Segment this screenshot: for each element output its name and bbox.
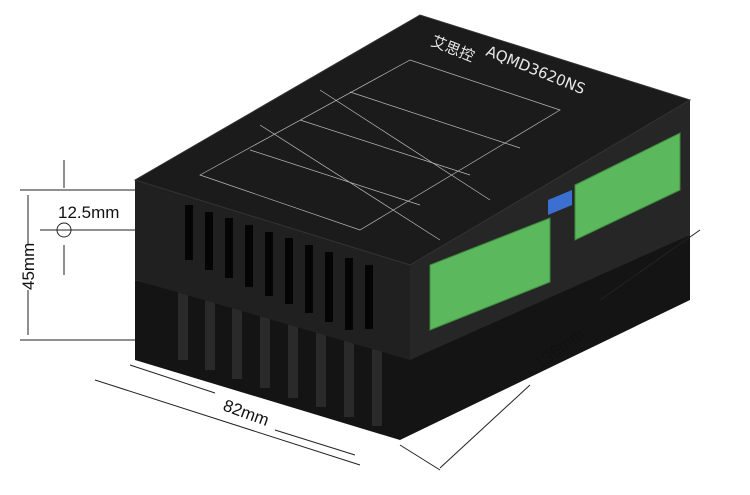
dimension-lines <box>20 160 701 471</box>
terminal-block-front <box>429 217 551 331</box>
driver-top-face <box>133 14 692 266</box>
heatsink <box>135 235 690 440</box>
width-dimension: 82mm <box>221 396 272 430</box>
terminal-block-side <box>574 132 681 241</box>
offset-dimension: 12.5mm <box>58 203 119 222</box>
dip-switch <box>548 190 572 215</box>
height-dimension: 45mm <box>19 243 38 290</box>
spec-table <box>199 59 561 241</box>
vent-slots <box>185 205 373 330</box>
heatsink-fins <box>178 290 382 426</box>
